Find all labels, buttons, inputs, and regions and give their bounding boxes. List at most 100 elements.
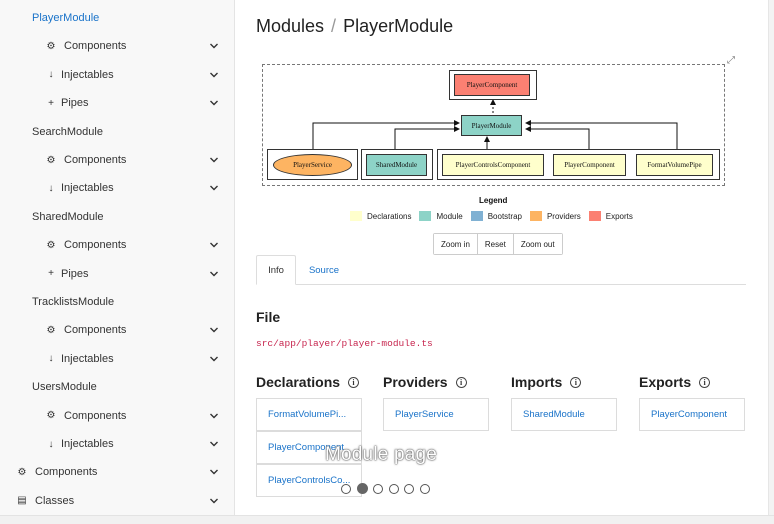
sidebar-item-tracklistsmodule[interactable]: TracklistsModule bbox=[0, 288, 234, 316]
chevron-down-icon[interactable] bbox=[209, 354, 219, 364]
chevron-down-icon[interactable] bbox=[209, 70, 219, 80]
vertical-scrollbar[interactable] bbox=[768, 0, 774, 524]
cog-icon: ⚙ bbox=[46, 324, 56, 336]
sidebar-item-components[interactable]: ⚙Components bbox=[0, 32, 234, 60]
sidebar-item-injectables[interactable]: ↓ Injectables bbox=[0, 174, 234, 202]
chevron-down-icon[interactable] bbox=[209, 467, 219, 477]
arrow-down-icon: ↓ bbox=[48, 182, 54, 194]
sidebar-item-injectables[interactable]: ↓Injectables bbox=[0, 345, 234, 373]
sidebar-item-searchmodule[interactable]: SearchModule bbox=[0, 118, 234, 146]
chevron-down-icon[interactable] bbox=[209, 41, 219, 51]
chevron-down-icon[interactable] bbox=[209, 155, 219, 165]
declaration-card[interactable]: FormatVolumePi... bbox=[256, 398, 362, 431]
file-path: src/app/player/player-module.ts bbox=[256, 338, 433, 349]
info-icon[interactable]: i bbox=[699, 376, 711, 388]
fullscreen-expand-icon[interactable]: ⤢ bbox=[727, 55, 735, 66]
chevron-down-icon[interactable] bbox=[209, 411, 219, 421]
graph-edge-shared-module bbox=[394, 126, 460, 149]
sidebar-item-usersmodule[interactable]: UsersModule bbox=[0, 373, 234, 401]
sidebar-item-injectables[interactable]: ↓ Injectables bbox=[0, 430, 234, 458]
plus-icon: + bbox=[48, 97, 54, 109]
carousel-dot[interactable] bbox=[341, 483, 351, 494]
zoom-reset-button[interactable]: Reset bbox=[477, 234, 514, 254]
sidebar-item-playermodule[interactable]: PlayerModule bbox=[0, 4, 234, 32]
carousel-dot[interactable] bbox=[419, 483, 430, 494]
graph-edge-player-service bbox=[312, 120, 460, 149]
carousel-dot[interactable] bbox=[404, 483, 414, 494]
cog-icon: ⚙ bbox=[46, 239, 56, 251]
legend-item: Declarations bbox=[350, 211, 411, 221]
carousel-caption: Module page bbox=[325, 444, 438, 465]
chevron-down-icon[interactable] bbox=[209, 325, 219, 335]
declaration-card[interactable]: PlayerControlsCo... bbox=[256, 464, 362, 497]
sidebar-item-label: Components bbox=[64, 324, 127, 337]
legend-swatch bbox=[529, 211, 542, 221]
chevron-down-icon[interactable] bbox=[209, 439, 219, 449]
cog-icon: ⚙ bbox=[46, 410, 56, 422]
chevron-down-icon[interactable] bbox=[209, 98, 219, 108]
zoom-in-button[interactable]: Zoom in bbox=[434, 234, 478, 254]
declaration-card[interactable]: PlayerComponent bbox=[256, 431, 362, 464]
legend-label: Providers bbox=[546, 211, 581, 221]
sidebar-item-label: TracklistsModule bbox=[32, 296, 115, 308]
chevron-down-icon[interactable] bbox=[209, 496, 219, 506]
carousel-dot[interactable] bbox=[356, 483, 368, 494]
graph-node-player-controls-component[interactable]: PlayerControlsComponent bbox=[442, 154, 544, 176]
graph-node-player-component[interactable]: PlayerComponent bbox=[553, 154, 626, 176]
tab-source[interactable]: Source bbox=[308, 264, 340, 276]
legend-swatch bbox=[588, 211, 601, 221]
sidebar-item-components[interactable]: ⚙Components bbox=[0, 146, 234, 174]
carousel-dot[interactable] bbox=[388, 483, 399, 494]
breadcrumb: Modules/PlayerModule bbox=[256, 16, 453, 37]
breadcrumb-root[interactable]: Modules bbox=[256, 16, 325, 36]
sidebar-item-sharedmodule[interactable]: SharedModule bbox=[0, 203, 234, 231]
legend-swatch bbox=[350, 211, 362, 221]
export-card[interactable]: PlayerComponent bbox=[639, 398, 745, 431]
sidebar-item-components[interactable]: ⚙Components bbox=[0, 458, 234, 486]
graph-edge-player-component bbox=[525, 126, 590, 149]
zoom-out-button[interactable]: Zoom out bbox=[513, 234, 562, 254]
provider-card[interactable]: PlayerService bbox=[383, 398, 489, 431]
tab-info[interactable]: Info bbox=[256, 255, 296, 285]
graph-node-player-service[interactable]: PlayerService bbox=[273, 154, 352, 176]
chevron-down-icon[interactable] bbox=[209, 240, 219, 250]
info-icon[interactable]: i bbox=[455, 376, 467, 388]
sidebar-item-pipes[interactable]: +Pipes bbox=[0, 89, 234, 117]
chevron-down-icon[interactable] bbox=[209, 183, 219, 193]
sidebar-item-label: Injectables bbox=[61, 182, 114, 195]
main-content: Modules/PlayerModule ⤢ bbox=[236, 0, 768, 515]
arrow-down-icon: ↓ bbox=[48, 353, 54, 365]
horizontal-scrollbar[interactable] bbox=[0, 515, 774, 524]
exports-title: Exports bbox=[639, 374, 692, 390]
arrow-down-icon: ↓ bbox=[48, 438, 54, 450]
sidebar-item-classes[interactable]: ▤ Classes bbox=[0, 487, 234, 515]
graph-node-player-module[interactable]: PlayerModule bbox=[461, 115, 522, 136]
graph-node-player-component-export[interactable]: PlayerComponent bbox=[454, 74, 530, 96]
info-icon[interactable]: i bbox=[348, 376, 360, 388]
carousel-dot[interactable] bbox=[373, 483, 383, 494]
graph-node-format-volume-pipe[interactable]: FormatVolumePipe bbox=[636, 154, 713, 176]
sidebar-item-label: Classes bbox=[35, 494, 75, 507]
graph-edges bbox=[312, 99, 678, 149]
sidebar-item-label: Components bbox=[64, 154, 127, 166]
dependency-graph[interactable]: PlayerComponent PlayerModule PlayerServi… bbox=[262, 64, 725, 186]
book-icon: ▤ bbox=[17, 495, 27, 507]
sidebar-item-components[interactable]: ⚙ Components bbox=[0, 316, 234, 344]
info-icon[interactable]: i bbox=[570, 376, 582, 388]
graph-node-shared-module[interactable]: SharedModule bbox=[366, 154, 427, 176]
sidebar-item-label: Injectables bbox=[61, 68, 114, 81]
sidebar-item-injectables[interactable]: ↓Injectables bbox=[0, 61, 234, 89]
import-card[interactable]: SharedModule bbox=[511, 398, 617, 431]
chevron-down-icon[interactable] bbox=[209, 269, 219, 279]
plus-icon: + bbox=[48, 268, 54, 280]
sidebar-item-components[interactable]: ⚙Components bbox=[0, 231, 234, 259]
imports-title: Imports bbox=[511, 374, 563, 390]
sidebar-item-label: Injectables bbox=[61, 438, 114, 450]
sidebar-item-pipes[interactable]: +Pipes bbox=[0, 260, 234, 288]
legend-item: Module bbox=[419, 211, 463, 221]
sidebar-item-components[interactable]: ⚙Components bbox=[0, 402, 234, 430]
sidebar-item-label: PlayerModule bbox=[32, 12, 100, 24]
